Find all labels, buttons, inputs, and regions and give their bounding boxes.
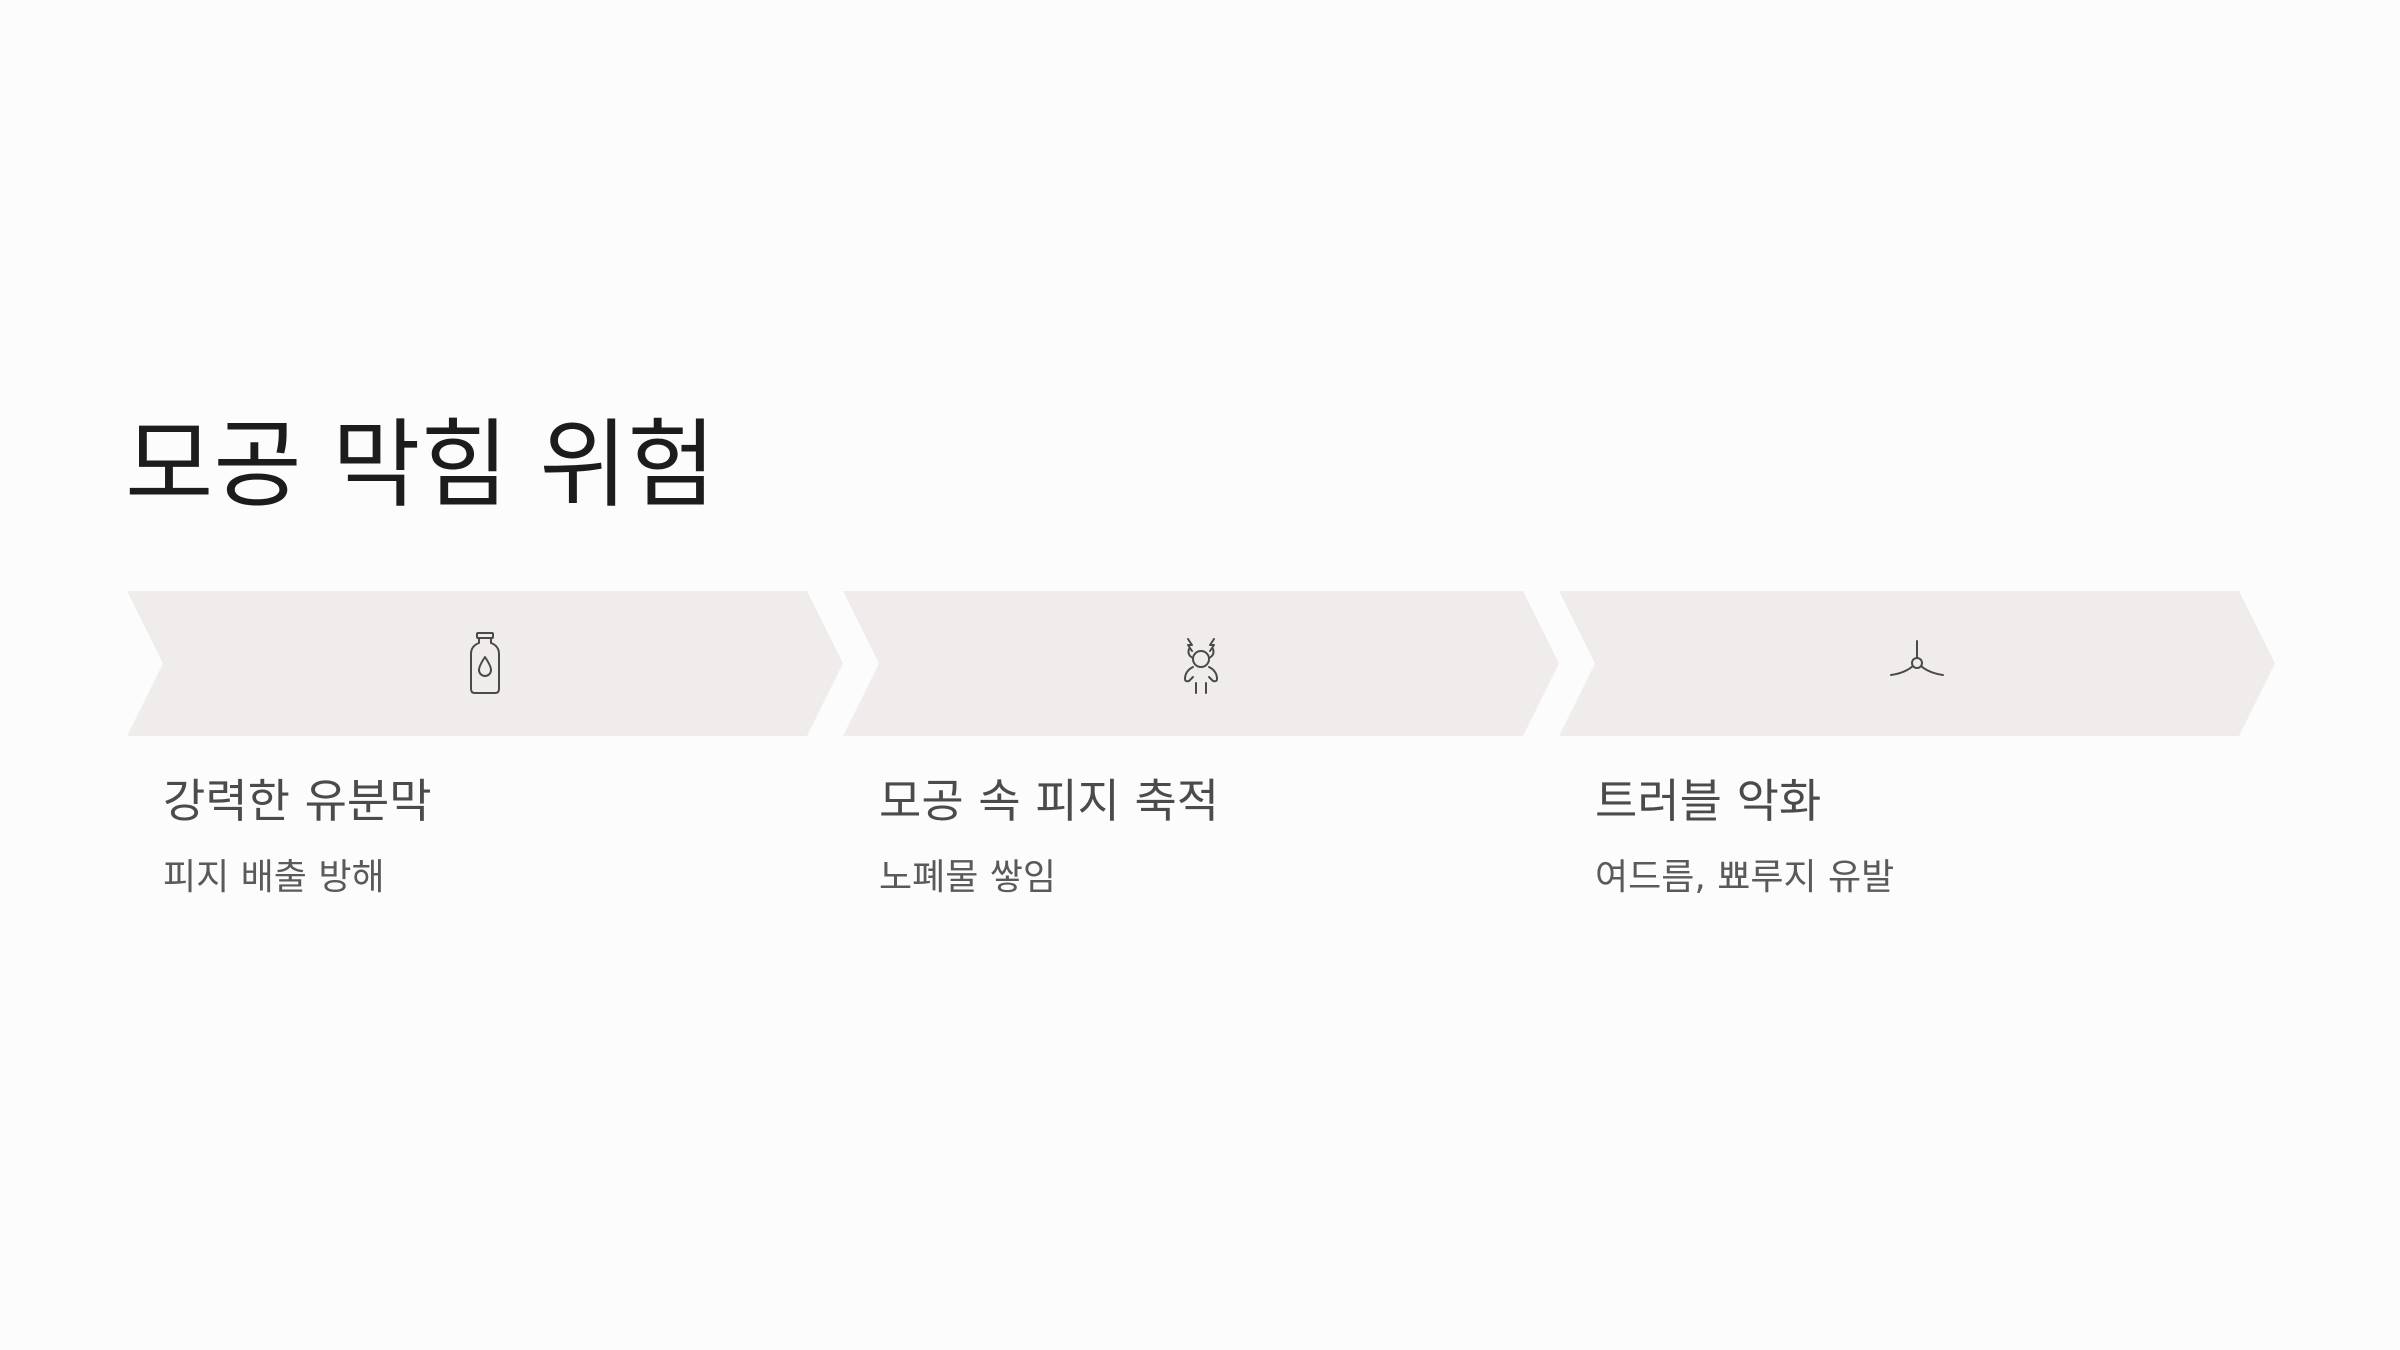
step-title: 트러블 악화 xyxy=(1595,774,1822,828)
chevron-shape xyxy=(843,591,1559,736)
step-title: 모공 속 피지 축적 xyxy=(879,774,1220,828)
stressed-person-icon xyxy=(1165,627,1237,699)
step-description: 피지 배출 방해 xyxy=(163,857,385,898)
step-description: 여드름, 뾰루지 유발 xyxy=(1595,857,1895,898)
step-chevron xyxy=(843,591,1559,736)
step-chevron xyxy=(1559,591,2275,736)
step-description: 노폐물 쌓임 xyxy=(879,857,1057,898)
step-title: 강력한 유분막 xyxy=(163,774,432,828)
slide-title: 모공 막힘 위험 xyxy=(125,409,716,521)
step-chevron xyxy=(127,591,843,736)
oil-bottle-drop-icon xyxy=(449,627,521,699)
branching-split-icon xyxy=(1881,627,1953,699)
chevron-shape xyxy=(127,591,843,736)
chevron-shape xyxy=(1559,591,2275,736)
